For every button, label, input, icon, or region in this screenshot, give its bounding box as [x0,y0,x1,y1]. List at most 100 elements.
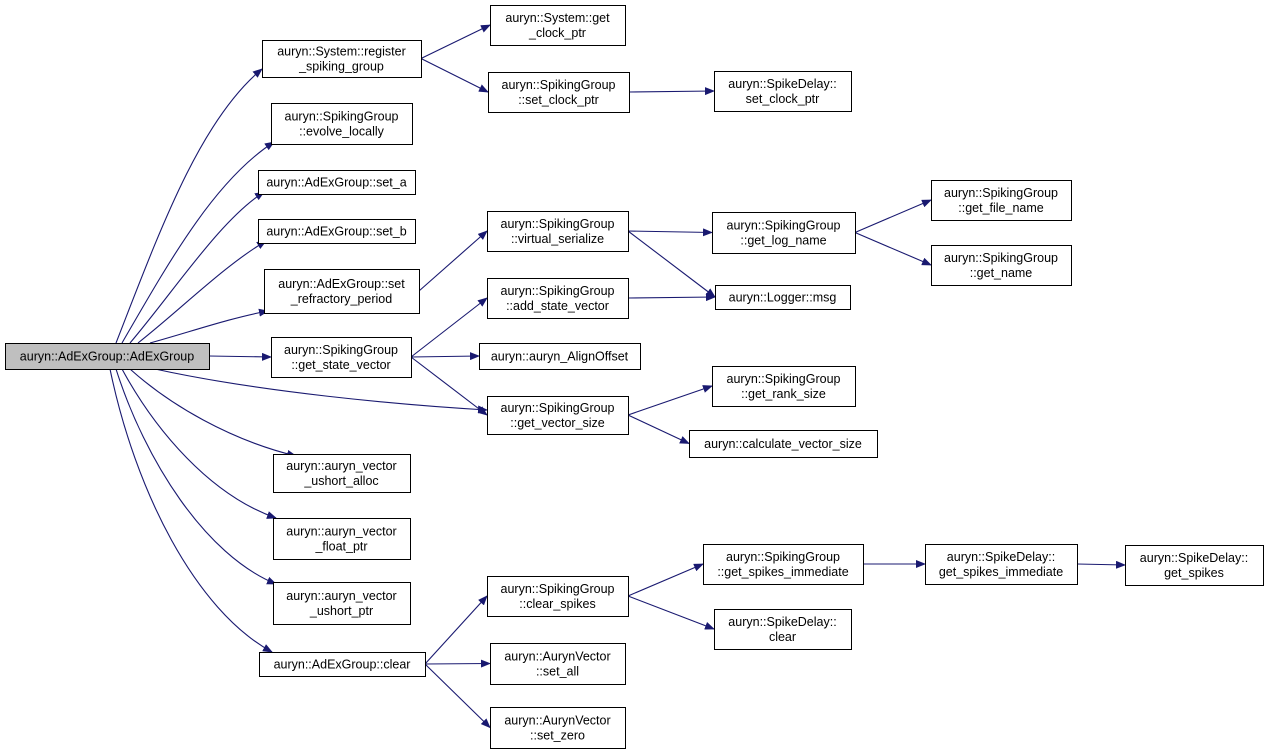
node-label: auryn::SpikingGroup [502,78,616,92]
edge-register-to-getclock [420,24,491,59]
node-label: ::virtual_serialize [511,232,604,246]
node-box [5,343,210,370]
node-label: auryn::Logger::msg [729,291,837,305]
node-align[interactable]: auryn::auryn_AlignOffset [479,343,641,370]
node-calcvec[interactable]: auryn::calculate_vector_size [689,430,878,458]
node-box [931,245,1072,286]
edge-root-to-setb [137,240,267,344]
node-label: ::set_zero [530,729,585,743]
node-label: auryn::SpikingGroup [501,284,615,298]
node-label: _float_ptr [314,540,367,554]
node-clear[interactable]: auryn::AdExGroup::clear [259,652,426,677]
node-label: get_spikes_immediate [939,565,1063,579]
node-evolve[interactable]: auryn::SpikingGroup::evolve_locally [271,103,413,145]
node-box [715,285,851,310]
node-sdclear[interactable]: auryn::SpikeDelay::clear [714,609,852,650]
edge-getstate-to-getvec [410,356,488,416]
node-label: auryn::SpikingGroup [501,582,615,596]
node-box [925,544,1078,585]
node-label: auryn::auryn_vector [286,525,396,539]
node-getfile[interactable]: auryn::SpikingGroup::get_file_name [931,180,1072,221]
node-label: auryn::AdExGroup::set_b [266,225,406,239]
node-label: ::evolve_locally [299,125,385,139]
node-label: auryn::SpikingGroup [727,219,841,233]
node-label: clear [769,630,796,644]
node-label: auryn::auryn_vector [286,459,396,473]
node-label: auryn::SpikingGroup [501,217,615,231]
node-label: set_clock_ptr [746,92,820,106]
node-box [689,430,878,458]
node-virtser[interactable]: auryn::SpikingGroup::virtual_serialize [487,211,629,252]
node-getname[interactable]: auryn::SpikingGroup::get_name [931,245,1072,286]
node-getrank[interactable]: auryn::SpikingGroup::get_rank_size [712,366,856,407]
node-register[interactable]: auryn::System::register_spiking_group [262,40,422,78]
node-label: auryn::auryn_vector [286,589,396,603]
node-box [487,396,629,435]
node-label: ::get_rank_size [741,387,826,401]
node-label: _spiking_group [298,60,384,74]
node-ushortptr[interactable]: auryn::auryn_vector_ushort_ptr [273,582,411,625]
node-addstate[interactable]: auryn::SpikingGroup::add_state_vector [487,278,629,319]
node-label: ::clear_spikes [519,597,595,611]
node-box [714,71,852,112]
node-loggermsg[interactable]: auryn::Logger::msg [715,285,851,310]
node-getvec[interactable]: auryn::SpikingGroup::get_vector_size [487,396,629,435]
node-box [262,40,422,78]
node-setb[interactable]: auryn::AdExGroup::set_b [258,219,416,244]
node-getlog[interactable]: auryn::SpikingGroup::get_log_name [712,212,856,254]
node-box [259,652,426,677]
node-label: _ushort_alloc [303,474,378,488]
edge-root-to-register [115,68,263,344]
node-ushortalloc[interactable]: auryn::auryn_vector_ushort_alloc [273,454,411,493]
node-box [490,643,626,685]
edge-root-to-ushortalloc [129,368,297,458]
node-box [264,269,420,314]
node-box [712,366,856,407]
node-box [487,211,629,252]
node-label: _refractory_period [290,292,392,306]
node-label: auryn::SpikingGroup [726,550,840,564]
node-setzero[interactable]: auryn::AurynVector::set_zero [490,707,626,749]
node-getspikesimm[interactable]: auryn::SpikingGroup::get_spikes_immediat… [703,544,864,585]
node-box [931,180,1072,221]
node-label: ::get_state_vector [291,358,390,372]
node-setref[interactable]: auryn::AdExGroup::set_refractory_period [264,269,420,314]
edge-getstate-to-addstate [410,297,488,358]
node-getstate[interactable]: auryn::SpikingGroup::get_state_vector [271,337,412,378]
node-label: auryn::AdExGroup::set_a [266,176,406,190]
node-sdgetspikes[interactable]: auryn::SpikeDelay::get_spikes [1125,545,1264,586]
node-label: auryn::SpikeDelay:: [728,77,836,91]
node-box [490,5,626,46]
node-label: auryn::SpikingGroup [727,372,841,386]
node-sdgetspikesimm[interactable]: auryn::SpikeDelay::get_spikes_immediate [925,544,1078,585]
edge-getlog-to-getname [854,231,932,266]
edge-addstate-to-loggermsg [627,293,716,302]
call-edges [109,24,1126,729]
edge-clear-to-setzero [424,663,491,729]
node-getclock[interactable]: auryn::System::get_clock_ptr [490,5,626,46]
node-box [273,582,411,625]
node-label: auryn::SpikingGroup [944,186,1058,200]
node-root: auryn::AdExGroup::AdExGroup [5,343,210,370]
edge-clearspikes-to-getspikesimm [627,563,704,597]
node-label: auryn::AurynVector [504,714,610,728]
node-label: ::get_file_name [958,201,1044,215]
node-setclock[interactable]: auryn::SpikingGroup::set_clock_ptr [488,72,630,113]
node-label: ::get_log_name [740,234,826,248]
edge-getstate-to-align [410,352,480,361]
node-clearspikes[interactable]: auryn::SpikingGroup::clear_spikes [487,576,629,617]
node-label: ::add_state_vector [506,299,609,313]
node-box [271,103,413,145]
node-floatptr[interactable]: auryn::auryn_vector_float_ptr [273,518,411,560]
edge-root-to-floatptr [121,368,277,519]
node-seta[interactable]: auryn::AdExGroup::set_a [258,170,416,195]
node-label: auryn::auryn_AlignOffset [491,350,629,364]
node-label: _clock_ptr [528,26,586,40]
node-label: auryn::AdExGroup::clear [274,658,411,672]
node-label: auryn::AdExGroup::set [278,277,405,291]
node-label: auryn::SpikeDelay:: [947,550,1055,564]
node-setall[interactable]: auryn::AurynVector::set_all [490,643,626,685]
node-box [271,337,412,378]
node-sdsetclock[interactable]: auryn::SpikeDelay::set_clock_ptr [714,71,852,112]
